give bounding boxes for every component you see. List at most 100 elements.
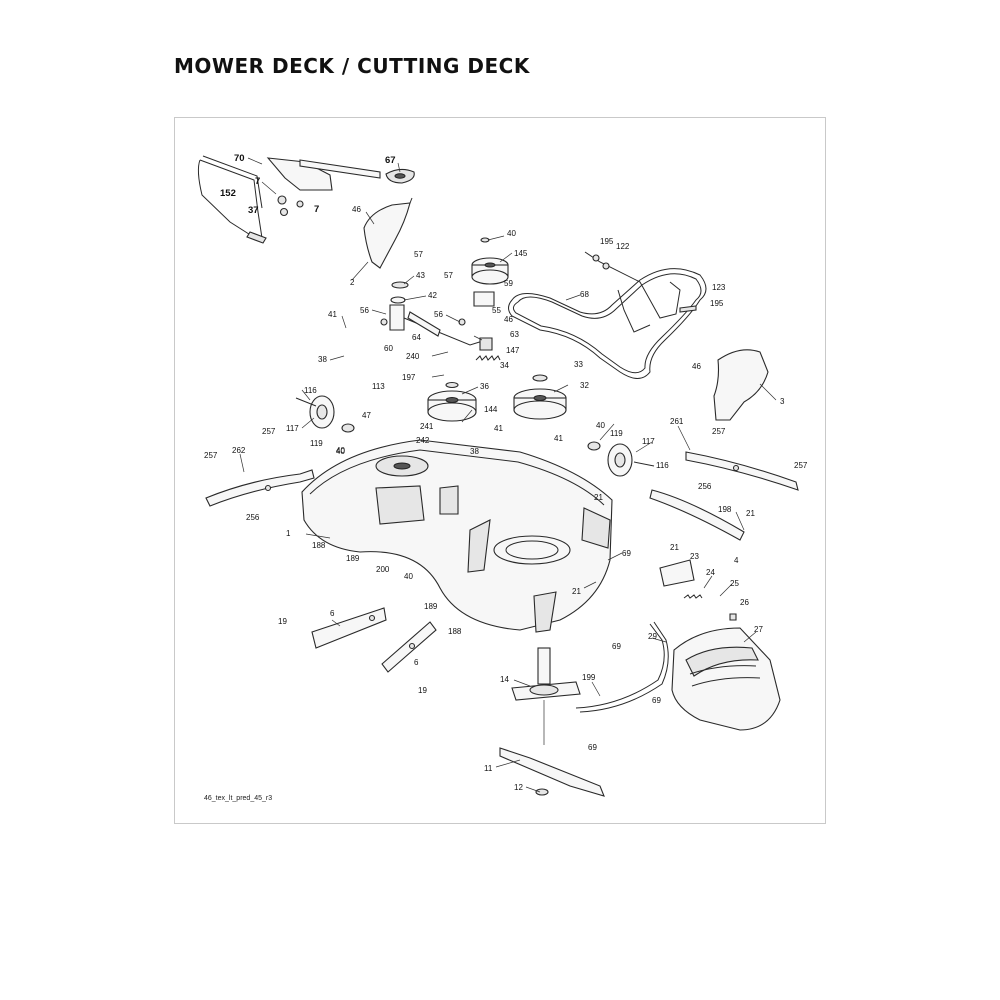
callout-122: 122 [616,242,630,251]
callout-68: 68 [580,290,589,299]
callout-36: 36 [480,382,489,391]
callout-240: 240 [406,352,420,361]
deck-pulley-left-drawing [427,381,477,422]
callout-43: 43 [416,271,425,280]
deck-arm-front-drawing [311,607,387,649]
callout-257: 257 [262,427,276,436]
callout-33: 33 [574,360,583,369]
callout-197: 197 [402,373,416,382]
callout-4: 4 [734,556,739,565]
callout-2: 2 [350,278,355,287]
callout-40: 40 [507,229,516,238]
callout-257-d: 257 [204,451,218,460]
callout-14: 14 [500,675,509,684]
callout-19: 19 [278,617,287,626]
callout-257-b: 257 [712,427,726,436]
callout-242: 242 [416,436,430,445]
callout-25: 25 [730,579,739,588]
callout-116: 116 [304,386,317,395]
callout-257-c: 257 [794,461,808,470]
callout-147: 147 [506,346,520,355]
callout-188-b: 188 [448,627,462,636]
callout-7: 7 [255,176,260,187]
callout-117-b: 117 [642,437,655,446]
callout-119: 119 [310,439,323,448]
callout-56-b: 56 [434,310,443,319]
callout-labels: 70 67 7 152 37 7 46 2 40 145 195 122 57 … [204,153,808,792]
callout-57: 57 [414,250,423,259]
callout-69-c: 69 [652,696,661,705]
page-title: MOWER DECK / CUTTING DECK [174,54,530,78]
spindle-assembly-drawing [511,647,581,701]
belt-guard-right-drawing [713,349,769,421]
callout-3: 3 [780,397,785,406]
callout-21-c: 21 [670,543,679,552]
callout-1: 1 [286,529,291,538]
lift-linkage-drawing [197,155,381,244]
callout-261: 261 [670,417,684,426]
callout-41-c: 41 [554,434,563,443]
callout-113: 113 [372,382,385,391]
callout-119-b: 119 [610,429,623,438]
callout-195: 195 [600,237,614,246]
callout-21-d: 21 [572,587,581,596]
callout-63: 63 [510,330,519,339]
callout-6-b: 6 [414,658,419,667]
gauge-wheel-left-drawing [295,395,355,433]
callout-145: 145 [514,249,528,258]
gauge-wheel-right-drawing [587,441,655,477]
callout-46: 46 [352,205,361,214]
callout-199: 199 [582,673,596,682]
callout-26: 26 [740,598,749,607]
callout-24: 24 [706,568,715,577]
drive-belt-drawing [508,268,707,379]
callout-46-c: 46 [692,362,701,371]
diagram-frame [174,117,826,824]
callout-144: 144 [484,405,498,414]
callout-34: 34 [500,361,509,370]
drawing-code: 46_tex_lt_pred_45_r3 [204,795,272,802]
deck-hanger-left-drawing [205,469,315,507]
callout-40-c: 40 [596,421,605,430]
callout-46-b: 46 [504,315,513,324]
callout-256: 256 [698,482,712,491]
callout-198: 198 [718,505,732,514]
callout-189: 189 [346,554,360,563]
callout-40-b: 40 [336,447,345,456]
callout-12: 12 [514,783,523,792]
callout-7-b: 7 [314,204,319,215]
callout-11: 11 [484,764,493,773]
callout-47: 47 [362,411,371,420]
callout-57-b: 57 [444,271,453,280]
callout-55: 55 [492,306,501,315]
blade-drawing [499,747,605,797]
callout-23: 23 [690,552,699,561]
callout-40-d: 40 [336,446,345,455]
deflector-bracket-drawing [649,489,745,541]
callout-69-d: 69 [588,743,597,752]
callout-38: 38 [318,355,327,364]
mower-deck-housing-drawing [301,439,613,633]
callout-123: 123 [712,283,726,292]
belt-guide-wire-drawing [584,251,697,333]
callout-27: 27 [754,625,763,634]
idler-arm-drawing [380,281,487,346]
callout-42: 42 [428,291,437,300]
callout-19-b: 19 [418,686,427,695]
callout-69: 69 [622,549,631,558]
deck-hanger-right-drawing [685,451,799,491]
idler-pulley-top-drawing [471,237,509,307]
callout-21: 21 [594,493,603,502]
callout-188: 188 [312,541,326,550]
callout-29: 29 [648,632,657,641]
handle-knob-drawing [385,168,415,184]
callout-200: 200 [376,565,390,574]
callout-38-b: 38 [470,447,479,456]
callout-116-b: 116 [656,461,669,470]
callout-59: 59 [504,279,513,288]
callout-37: 37 [248,205,259,216]
callout-70: 70 [234,153,245,164]
spring-drawing [475,337,501,361]
callout-241: 241 [420,422,434,431]
